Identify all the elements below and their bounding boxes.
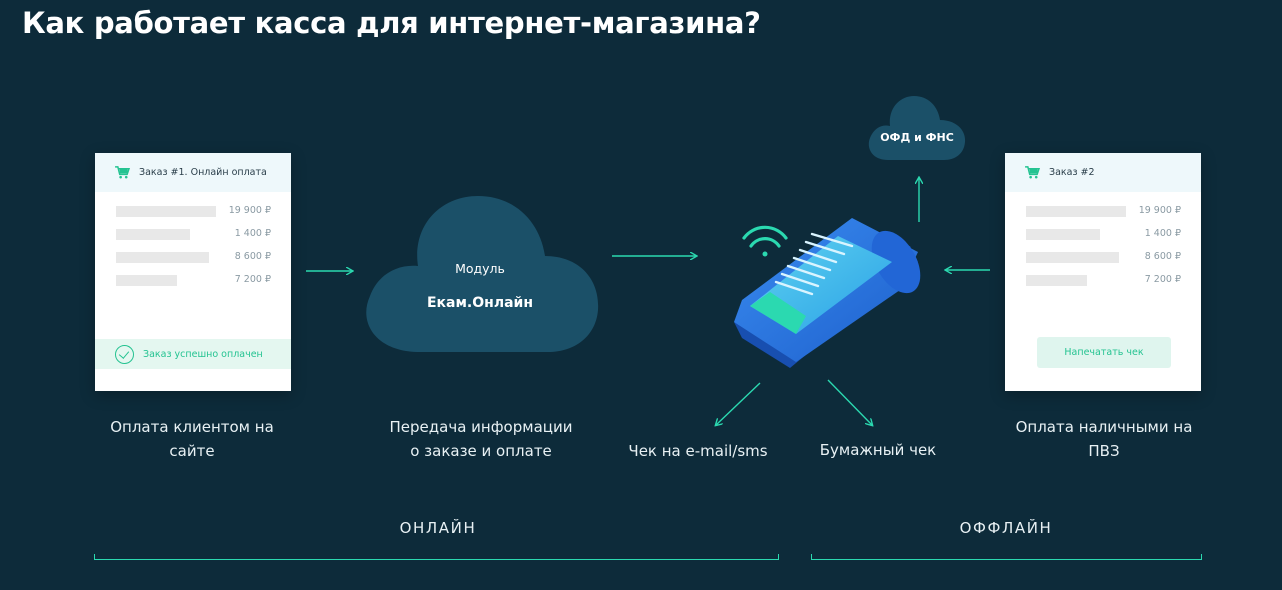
payment-success-status: Заказ успешно оплачен (95, 339, 291, 369)
caption-line: ПВЗ (1088, 442, 1120, 460)
payment-success-text: Заказ успешно оплачен (143, 348, 263, 360)
caption-cash-payment: Оплата наличными на ПВЗ (1000, 415, 1208, 463)
module-cloud-name: Екам.Онлайн (426, 295, 534, 311)
online-order-header: Заказ #1. Онлайн оплата (95, 153, 291, 192)
item-placeholder-bar (1026, 206, 1126, 217)
caption-client-payment: Оплата клиентом на сайте (92, 415, 292, 463)
caption-email-receipt: Чек на e-mail/sms (628, 442, 768, 460)
item-price: 1 400 ₽ (234, 228, 271, 239)
offline-order-title: Заказ #2 (1049, 167, 1095, 178)
online-order-title: Заказ #1. Онлайн оплата (139, 167, 267, 178)
ofd-cloud-label: ОФД и ФНС (880, 131, 954, 144)
payment-terminal (734, 218, 921, 368)
caption-line: Оплата клиентом на (110, 418, 274, 436)
item-price: 19 900 ₽ (228, 205, 271, 216)
wifi-icon (742, 225, 788, 257)
section-offline-bracket (811, 554, 1202, 560)
item-price: 7 200 ₽ (1144, 274, 1181, 285)
module-cloud (366, 196, 599, 352)
ofd-cloud (868, 96, 966, 160)
item-placeholder-bar (116, 275, 177, 286)
section-offline-label: ОФФЛАЙН (959, 519, 1053, 537)
caption-data-transfer: Передача информации о заказе и оплате (376, 415, 586, 463)
section-online-label: ОНЛАЙН (399, 519, 477, 537)
item-price: 19 900 ₽ (1138, 205, 1181, 216)
item-placeholder-bar (116, 252, 209, 263)
cart-icon (115, 166, 130, 179)
offline-order-header: Заказ #2 (1005, 153, 1201, 192)
offline-order-card: Заказ #2 19 900 ₽ 1 400 ₽ 8 600 ₽ 7 200 … (1005, 153, 1201, 391)
item-price: 1 400 ₽ (1144, 228, 1181, 239)
item-placeholder-bar (116, 229, 190, 240)
online-order-card: Заказ #1. Онлайн оплата 19 900 ₽ 1 400 ₽… (95, 153, 291, 391)
check-circle-icon (115, 344, 134, 364)
cart-icon (1025, 166, 1040, 179)
caption-line: о заказе и оплате (410, 442, 552, 460)
item-price: 8 600 ₽ (234, 251, 271, 262)
arrow-terminal-to-email (716, 382, 761, 425)
page-title: Как работает касса для интернет-магазина… (22, 6, 761, 40)
caption-line: Передача информации (389, 418, 573, 436)
item-placeholder-bar (116, 206, 216, 217)
caption-paper-receipt: Бумажный чек (819, 441, 937, 459)
item-placeholder-bar (1026, 275, 1087, 286)
print-receipt-button[interactable]: Напечатать чек (1037, 337, 1171, 368)
caption-line: Оплата наличными на (1015, 418, 1193, 436)
arrow-terminal-to-paper (827, 379, 872, 425)
item-placeholder-bar (1026, 229, 1100, 240)
item-placeholder-bar (1026, 252, 1119, 263)
item-price: 7 200 ₽ (234, 274, 271, 285)
module-cloud-label: Модуль (455, 261, 505, 276)
section-online-bracket (94, 554, 779, 560)
item-price: 8 600 ₽ (1144, 251, 1181, 262)
caption-line: сайте (169, 442, 215, 460)
